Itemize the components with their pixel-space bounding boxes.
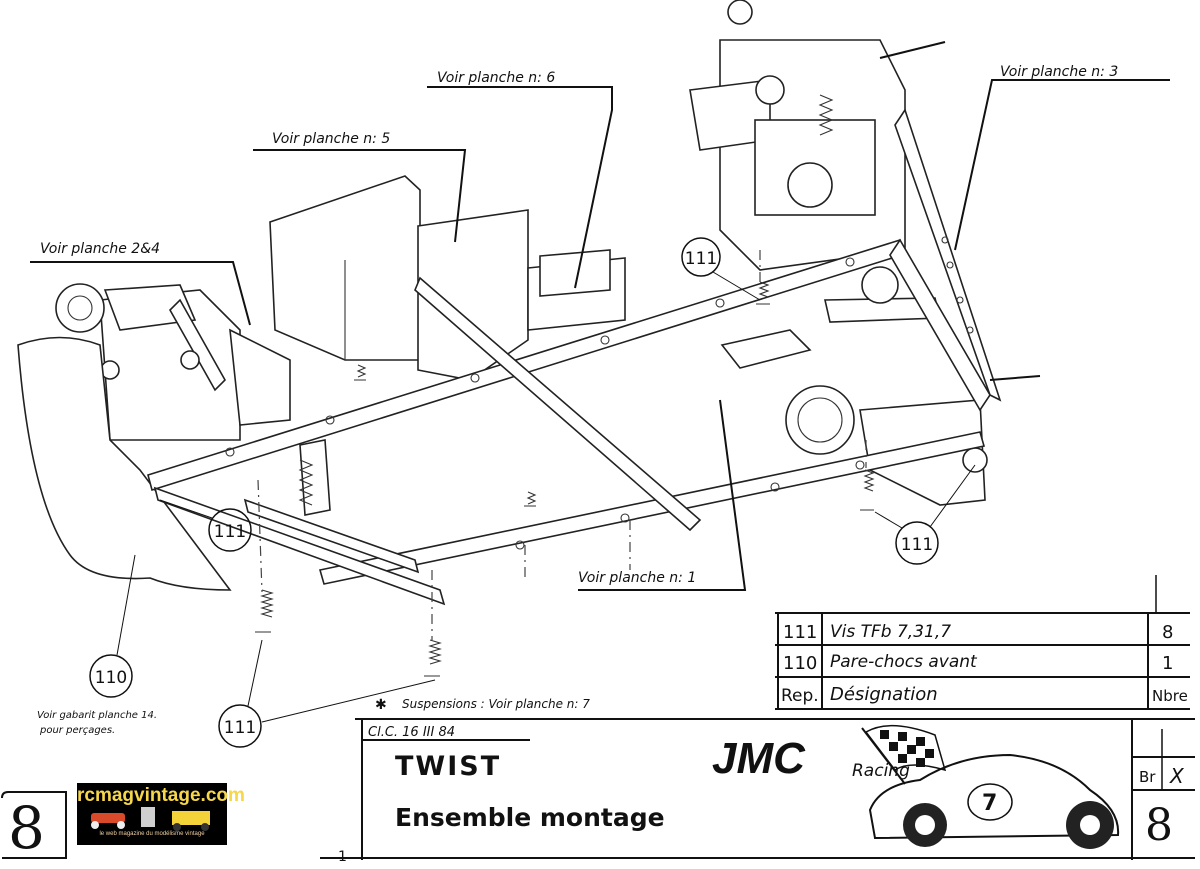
header-designation: Désignation (830, 684, 938, 705)
ref-label-planche-2-4: Voir planche 2&4 (40, 241, 160, 257)
rear-shock (818, 94, 834, 136)
jmc-logo-text: JMC (712, 734, 806, 783)
row1-nbre: 8 (1162, 622, 1173, 643)
row2-rep: 110 (783, 653, 817, 674)
br-label: Br (1139, 768, 1156, 786)
checkered-flag-icon (861, 724, 947, 785)
callout-111-left: 111 (159, 499, 252, 552)
parts-table: 111 Vis TFb 7,31,7 8 110 Pare-chocs avan… (775, 575, 1190, 710)
asterisk-mark: ✱ (375, 697, 387, 713)
drawing-subtitle: Ensemble montage (395, 803, 665, 832)
sheet-number: 8 (1145, 800, 1173, 851)
callout-111-right: 111 (874, 464, 976, 565)
svg-text:111: 111 (214, 522, 246, 542)
front-shock (298, 459, 314, 506)
row2-nbre: 1 (1162, 653, 1173, 674)
planche-6-ref: Voir planche n: 6 (427, 70, 613, 289)
header-rep: Rep. (781, 686, 819, 706)
ref-label-planche-5: Voir planche n: 5 (272, 131, 390, 147)
row1-rep: 111 (783, 622, 817, 643)
model-name: TWIST (395, 751, 501, 782)
title-block: Cl.C. 16 III 84 TWIST Ensemble montage J… (320, 718, 1195, 865)
svg-text:111: 111 (901, 535, 933, 555)
ref-label-planche-6: Voir planche n: 6 (437, 70, 555, 86)
planche-5-ref: Voir planche n: 5 (253, 131, 467, 243)
callout-110: 110 (89, 554, 136, 698)
bottom-mark: 1 (338, 849, 347, 865)
ref-label-planche-3: Voir planche n: 3 (1000, 64, 1118, 80)
rear-drive-assembly (689, 0, 1041, 506)
watermark-tagline: le web magazine du modélisme vintage (99, 831, 205, 837)
front-bumper (17, 336, 232, 591)
ref-label-planche-1: Voir planche n: 1 (578, 570, 696, 586)
planche-1-ref: Voir planche n: 1 (578, 399, 747, 591)
rc-car-icon (91, 807, 210, 831)
callout-111-upper: 111 (681, 237, 761, 301)
rail-holes (225, 236, 974, 550)
svg-text:111: 111 (685, 249, 717, 269)
suspension-note: Suspensions : Voir planche n: 7 (402, 697, 590, 711)
sheet-corner-number: 8 (8, 794, 45, 862)
svg-text:111: 111 (224, 718, 256, 738)
car-number: 7 (982, 791, 997, 816)
race-car-icon: 7 (868, 753, 1120, 849)
gabarit-note-line1: Voir gabarit planche 14. (37, 710, 157, 721)
planche-24-ref: Voir planche 2&4 (30, 241, 251, 326)
watermark-site: rcmagvintage.com (77, 785, 245, 806)
row2-designation: Pare-chocs avant (830, 652, 978, 672)
rcmagvintage-watermark: rcmagvintage.com le web magazine du modé… (77, 783, 245, 845)
callout-111-bottom: 111 (218, 639, 436, 748)
front-suspension (55, 283, 331, 516)
sheet-corner-box: 8 (1, 791, 67, 862)
row1-designation: Vis TFb 7,31,7 (830, 622, 951, 642)
screws-111 (255, 281, 875, 677)
gabarit-note-line2: pour perçages. (39, 725, 115, 736)
br-value: X (1169, 764, 1185, 788)
header-nbre: Nbre (1152, 687, 1188, 705)
svg-text:110: 110 (95, 668, 127, 688)
racing-text: Racing (852, 761, 910, 781)
planche-3-ref: Voir planche n: 3 (954, 64, 1170, 251)
body-panel (269, 175, 626, 381)
drawing-date: Cl.C. 16 III 84 (368, 725, 455, 740)
